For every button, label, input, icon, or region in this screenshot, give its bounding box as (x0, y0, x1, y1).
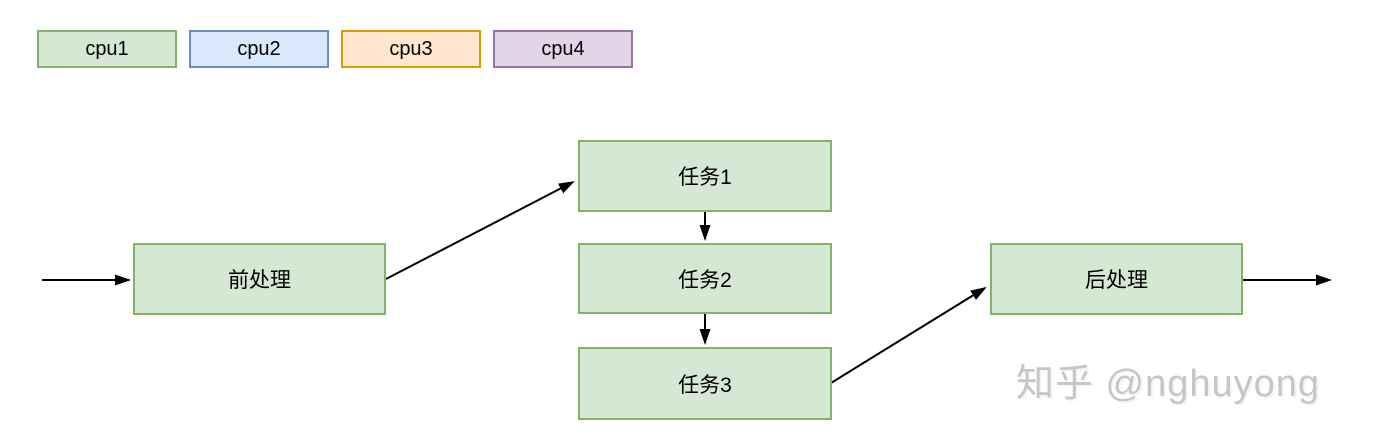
node-task-3: 任务3 (578, 347, 832, 420)
node-post-processing: 后处理 (990, 243, 1243, 315)
watermark: 知乎 @nghuyong (1016, 363, 1321, 405)
node-pre-processing: 前处理 (133, 243, 386, 315)
node-label: 任务3 (678, 373, 732, 397)
legend-label: cpu4 (541, 37, 585, 60)
legend-item-cpu3: cpu3 (341, 30, 481, 68)
node-task-1: 任务1 (578, 140, 832, 212)
legend-item-cpu4: cpu4 (493, 30, 633, 68)
legend-item-cpu2: cpu2 (189, 30, 329, 68)
edge-pre-to-task1 (385, 181, 575, 280)
node-label: 任务1 (678, 166, 732, 189)
legend-label: cpu3 (389, 37, 433, 60)
legend-item-cpu1: cpu1 (37, 30, 177, 68)
legend-label: cpu1 (85, 37, 129, 60)
node-label: 任务2 (678, 268, 732, 292)
edge-task3-to-post (830, 286, 987, 384)
node-task-2: 任务2 (578, 243, 832, 314)
node-label: 后处理 (1085, 269, 1148, 292)
node-label: 前处理 (228, 269, 291, 292)
legend-label: cpu2 (237, 37, 281, 60)
